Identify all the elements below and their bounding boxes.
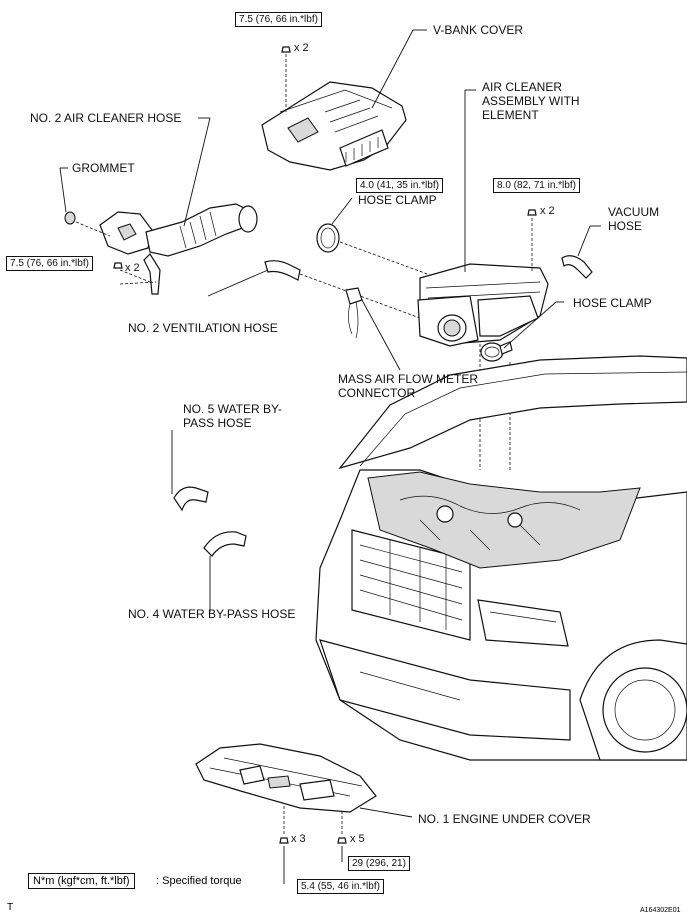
no2-air-cleaner-hose-part	[99, 203, 258, 295]
no2-ventilation-hose-part	[264, 260, 301, 281]
corner-mark: T	[7, 902, 14, 913]
no1-engine-under-cover-part	[195, 743, 377, 813]
legend-text: : Specified torque	[156, 875, 242, 887]
vacuum-hose-part	[561, 255, 593, 279]
torque-air-cleaner-hose: 7.5 (76, 66 in.*lbf)	[6, 256, 93, 271]
qty-air-cleaner: x 2	[540, 205, 555, 217]
label-vacuum-hose: VACUUM HOSE	[608, 205, 660, 233]
label-no1-engine-under-cover: NO. 1 ENGINE UNDER COVER	[418, 812, 591, 826]
hose-clamp-top-part	[316, 223, 340, 253]
torque-v-bank: 7.5 (76, 66 in.*lbf)	[235, 12, 322, 27]
v-bank-cover-part	[261, 81, 407, 171]
torque-hose-clamp: 4.0 (41, 35 in.*lbf)	[356, 178, 443, 193]
label-hose-clamp-top: HOSE CLAMP	[358, 193, 437, 207]
label-no2-ventilation-hose: NO. 2 VENTILATION HOSE	[128, 321, 278, 335]
legend-unit-box: N*m (kgf*cm, ft.*lbf)	[28, 873, 135, 889]
no4-water-bypass-hose-part	[203, 531, 247, 557]
vehicle-front-part	[315, 355, 687, 761]
label-air-cleaner-assembly: AIR CLEANER ASSEMBLY WITH ELEMENT	[482, 80, 580, 122]
qty-air-cleaner-hose: x 2	[125, 262, 140, 274]
qty-under-cover-b: x 5	[350, 833, 365, 845]
torque-under-cover-a: 29 (296, 21)	[348, 856, 410, 871]
maf-connector-part	[345, 287, 363, 339]
torque-air-cleaner: 8.0 (82, 71 in.*lbf)	[493, 178, 580, 193]
qty-under-cover-a: x 3	[291, 833, 306, 845]
air-cleaner-assembly-part	[417, 263, 549, 347]
grommet-part	[64, 211, 76, 225]
label-grommet: GROMMET	[72, 161, 135, 175]
label-hose-clamp-right: HOSE CLAMP	[573, 296, 652, 310]
label-no4-water-bypass: NO. 4 WATER BY-PASS HOSE	[128, 607, 296, 621]
label-maf-connector: MASS AIR FLOW METER CONNECTOR	[338, 372, 479, 400]
torque-under-cover-b: 5.4 (55, 46 in.*lbf)	[297, 879, 384, 894]
no5-water-bypass-hose-part	[173, 486, 209, 512]
qty-v-bank: x 2	[294, 42, 309, 54]
label-no2-air-cleaner-hose: NO. 2 AIR CLEANER HOSE	[30, 111, 182, 125]
label-v-bank-cover: V-BANK COVER	[433, 23, 524, 37]
label-no5-water-bypass: NO. 5 WATER BY-PASS HOSE	[183, 402, 282, 430]
figure-id: A164302E01	[640, 907, 681, 914]
